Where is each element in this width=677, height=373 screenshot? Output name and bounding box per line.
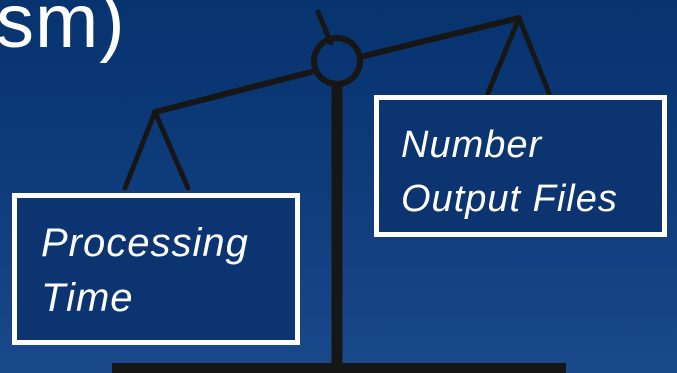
left-hanger-right [152, 109, 191, 191]
right-hanger-right [516, 15, 552, 96]
right-pan-label-box: Number Output Files [374, 95, 667, 237]
left-hanger-left [122, 109, 158, 191]
scale-beam-left [152, 69, 314, 115]
left-pan-line-2: Time [41, 276, 134, 320]
right-pan-line-2: Output Files [401, 178, 618, 220]
right-hanger-left [485, 15, 522, 96]
scale-pivot [311, 35, 363, 87]
left-pan-label-box: Processing Time [12, 193, 300, 345]
left-pan-line-1: Processing [41, 221, 249, 265]
scale-beam-right [361, 15, 522, 59]
scale-base [112, 363, 566, 373]
slide-title-fragment: sm) [0, 0, 126, 64]
right-pan-line-1: Number [401, 124, 543, 166]
